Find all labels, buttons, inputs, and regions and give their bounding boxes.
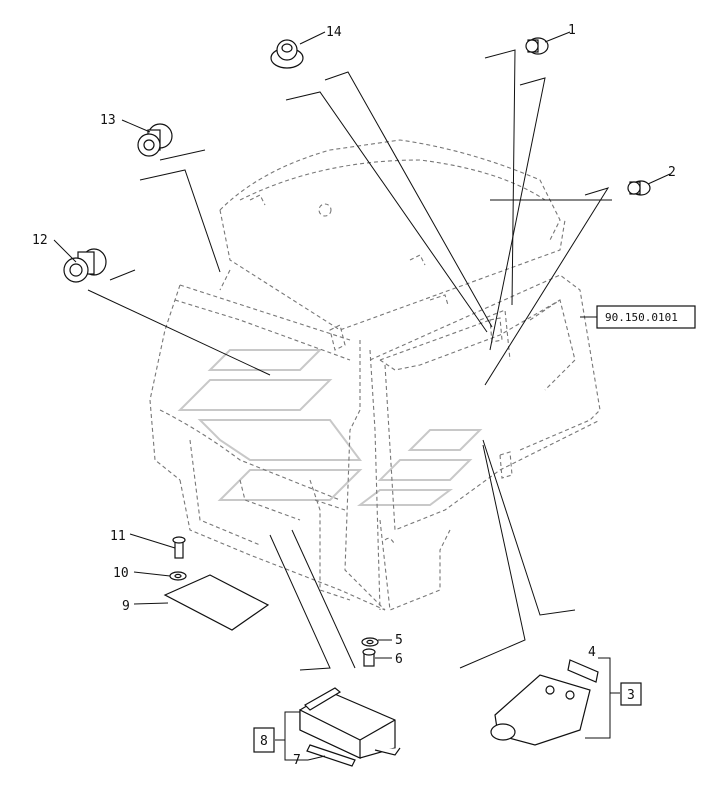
callout-9: 9 xyxy=(122,599,130,614)
callout-8-box xyxy=(253,727,275,753)
part-9-cover-plate xyxy=(163,574,270,631)
callout-lines xyxy=(53,31,671,761)
callout-6: 6 xyxy=(395,652,403,667)
part-4-seal-strip xyxy=(567,659,599,683)
callout-1: 1 xyxy=(568,23,576,38)
callout-4: 4 xyxy=(588,645,596,660)
cab-outline xyxy=(149,139,601,611)
part-11-bolt xyxy=(172,536,186,559)
part-13-grommet xyxy=(137,123,173,157)
part-2-plug xyxy=(627,180,651,196)
part-3-air-duct xyxy=(490,674,591,746)
callout-12: 12 xyxy=(32,233,48,248)
part-8-air-duct xyxy=(299,687,401,759)
callout-8: 8 xyxy=(260,734,268,749)
leader-lines xyxy=(87,49,612,671)
part-12-grommet xyxy=(63,248,107,283)
callout-2: 2 xyxy=(668,165,676,180)
part-7-seal-strip xyxy=(306,744,356,767)
part-1-plug xyxy=(525,37,549,55)
callout-14: 14 xyxy=(326,25,342,40)
part-6-bolt xyxy=(362,648,376,667)
watermark-logo xyxy=(177,349,483,506)
callout-3-box xyxy=(620,682,642,706)
part-10-washer xyxy=(169,571,187,581)
callout-labels: 1 2 14 13 12 11 10 9 5 6 4 7 3 8 90.150.… xyxy=(32,23,696,768)
callout-7: 7 xyxy=(293,753,301,768)
part-14-cap xyxy=(270,39,304,69)
callout-11: 11 xyxy=(110,529,126,544)
callout-10: 10 xyxy=(113,566,129,581)
callout-5: 5 xyxy=(395,633,403,648)
reference-code: 90.150.0101 xyxy=(605,311,678,324)
callout-3: 3 xyxy=(627,688,635,703)
part-5-washer xyxy=(361,637,379,647)
callout-13: 13 xyxy=(100,113,116,128)
